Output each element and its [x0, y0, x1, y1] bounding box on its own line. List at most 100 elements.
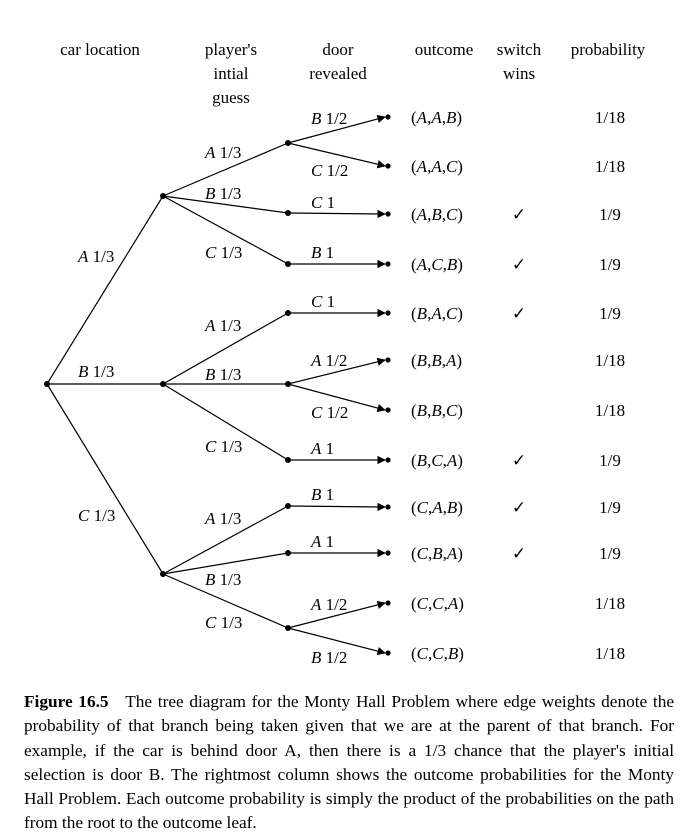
outcome-label: (C,A,B) — [411, 498, 463, 517]
edge-reveal-11 — [287, 627, 386, 656]
edge-reveal-6 — [287, 383, 386, 413]
edge-guess-5 — [162, 383, 289, 461]
outcome-probability: 1/9 — [599, 205, 621, 224]
caption-text: The tree diagram for the Monty Hall Prob… — [24, 692, 675, 833]
edge-reveal-8 — [287, 502, 386, 512]
leaf-node — [385, 163, 391, 169]
edge-reveal-10 — [287, 600, 386, 629]
edge-car-0 — [46, 195, 164, 385]
tree-node — [285, 310, 291, 316]
header-door-revealed-line: door — [322, 40, 354, 59]
header-door-revealed-line: revealed — [309, 64, 367, 83]
outcome-probability: 1/9 — [599, 544, 621, 563]
switch-wins-checkmark: ✓ — [512, 255, 526, 274]
tree-node — [285, 503, 291, 509]
door-revealed-label: A 1 — [310, 532, 334, 551]
tree-node — [285, 210, 291, 216]
tree-edges — [46, 114, 386, 656]
outcome-label: (A,A,C) — [411, 157, 463, 176]
initial-guess-label: C 1/3 — [205, 613, 242, 632]
header-initial-guess-line: intial — [214, 64, 249, 83]
outcome-probability: 1/9 — [599, 255, 621, 274]
edge-car-2 — [46, 383, 164, 575]
initial-guess-label: A 1/3 — [204, 509, 241, 528]
outcome-probability: 1/9 — [599, 498, 621, 517]
door-revealed-label: C 1/2 — [311, 403, 348, 422]
header-outcome-line: outcome — [415, 40, 474, 59]
switch-wins-checkmark: ✓ — [512, 205, 526, 224]
car-location-label: B 1/3 — [78, 362, 114, 381]
header-switch-wins-line: switch — [497, 40, 542, 59]
leaf-node — [385, 261, 391, 267]
tree-node — [285, 550, 291, 556]
switch-wins-checkmark: ✓ — [512, 451, 526, 470]
header-car-location-line: car location — [60, 40, 140, 59]
initial-guess-label: A 1/3 — [204, 143, 241, 162]
outcome-label: (B,B,C) — [411, 401, 463, 420]
door-revealed-label: C 1 — [311, 193, 335, 212]
switch-wins-checkmark: ✓ — [512, 544, 526, 563]
leaf-node — [385, 310, 391, 316]
car-location-label: C 1/3 — [78, 506, 115, 525]
door-revealed-label: C 1/2 — [311, 161, 348, 180]
initial-guess-label: C 1/3 — [205, 243, 242, 262]
outcome-probability: 1/18 — [595, 351, 625, 370]
edge-guess-0 — [162, 142, 289, 197]
leaf-node — [385, 600, 391, 606]
initial-guess-label: B 1/3 — [205, 365, 241, 384]
edge-guess-6 — [162, 505, 289, 575]
switch-wins-checkmark: ✓ — [512, 304, 526, 323]
door-revealed-label: A 1/2 — [310, 595, 347, 614]
outcome-probability: 1/18 — [595, 157, 625, 176]
outcome-label: (A,C,B) — [411, 255, 463, 274]
switch-wins-checkmark: ✓ — [512, 498, 526, 517]
header-switch-wins-line: wins — [503, 64, 535, 83]
leaf-node — [385, 211, 391, 217]
outcome-label: (C,C,A) — [411, 594, 464, 613]
outcome-label: (A,B,C) — [411, 205, 463, 224]
tree-node — [285, 625, 291, 631]
header-probability-line: probability — [571, 40, 646, 59]
edge-labels: A 1/3 B 1/3 C 1/3 A 1/3 B 1/3 C 1/3 A 1/3 B 1/3… — [77, 109, 348, 667]
edge-reveal-2 — [287, 209, 386, 219]
outcome-probability: 1/9 — [599, 304, 621, 323]
outcome-label: (C,C,B) — [411, 644, 464, 663]
tree-node — [160, 571, 166, 577]
door-revealed-label: A 1/2 — [310, 351, 347, 370]
car-location-label: A 1/3 — [77, 247, 114, 266]
door-revealed-label: C 1 — [311, 292, 335, 311]
edge-guess-7 — [162, 552, 289, 575]
outcome-label: (C,B,A) — [411, 544, 463, 563]
initial-guess-label: B 1/3 — [205, 570, 241, 589]
outcome-label: (B,C,A) — [411, 451, 463, 470]
outcome-probability: 1/18 — [595, 108, 625, 127]
figure-label: Figure 16.5 — [24, 692, 109, 711]
edge-guess-3 — [162, 312, 289, 385]
tree-node — [160, 381, 166, 387]
outcome-probability: 1/9 — [599, 451, 621, 470]
leaf-node — [385, 457, 391, 463]
tree-node — [285, 381, 291, 387]
outcome-probability: 1/18 — [595, 401, 625, 420]
edge-reveal-1 — [287, 142, 386, 169]
tree-node — [285, 261, 291, 267]
tree-node — [160, 193, 166, 199]
leaf-node — [385, 114, 391, 120]
leaf-node — [385, 407, 391, 413]
initial-guess-label: B 1/3 — [205, 184, 241, 203]
edge-reveal-5 — [287, 357, 386, 385]
header-initial-guess-line: player's — [205, 40, 257, 59]
door-revealed-label: B 1 — [311, 243, 334, 262]
tree-nodes — [44, 114, 391, 656]
leaf-node — [385, 650, 391, 656]
door-revealed-label: B 1 — [311, 485, 334, 504]
tree-node — [285, 140, 291, 146]
figure-caption: Figure 16.5 The tree diagram for the Mon… — [24, 690, 674, 836]
edge-guess-8 — [162, 573, 289, 629]
outcome-rows: (A,A,B)1/18(A,A,C)1/18(A,B,C)✓1/9(A,C,B)… — [411, 108, 625, 663]
outcome-probability: 1/18 — [595, 644, 625, 663]
tree-node — [44, 381, 50, 387]
outcome-label: (B,A,C) — [411, 304, 463, 323]
